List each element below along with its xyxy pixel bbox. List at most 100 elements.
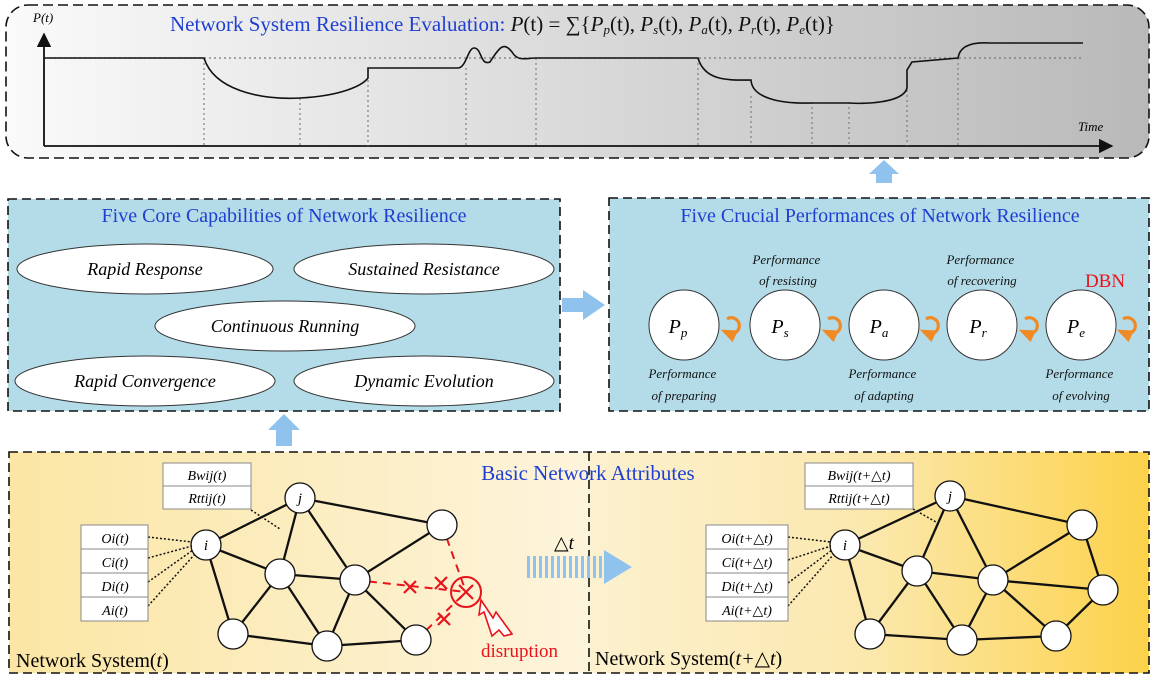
- resilience-evaluation-panel: Network System Resilience Evaluation: P(…: [5, 4, 1150, 159]
- up-arrow-icon: [869, 160, 899, 183]
- capability-rapid-convergence: Rapid Convergence: [14, 355, 276, 407]
- svg-text:Oi(t+△t): Oi(t+△t): [721, 532, 773, 547]
- svg-text:Sustained Resistance: Sustained Resistance: [348, 259, 499, 279]
- svg-text:Oi(t): Oi(t): [101, 532, 129, 547]
- svg-text:Bwij(t+△t): Bwij(t+△t): [828, 469, 891, 484]
- dbn-label: DBN: [1085, 271, 1125, 292]
- svg-text:Pr: Pr: [968, 316, 987, 340]
- node-attributes-right: Oi(t+△t) Ci(t+△t) Di(t+△t) Ai(t+△t): [705, 524, 789, 622]
- svg-text:Rapid Response: Rapid Response: [86, 259, 202, 279]
- performances-title: Five Crucial Performances of Network Res…: [680, 205, 1079, 227]
- attributes-title: Basic Network Attributes: [481, 461, 694, 485]
- edge-attributes-left: Bwij(t) Rttij(t): [162, 462, 252, 510]
- network-node: [1040, 620, 1072, 652]
- node-i: [829, 529, 861, 561]
- disrupted-node: [450, 576, 514, 638]
- svg-text:Pp: Pp: [668, 316, 688, 340]
- svg-text:Ai(t+△t): Ai(t+△t): [721, 604, 772, 619]
- transition-arrow-icon: [720, 316, 741, 343]
- network-node: [217, 618, 249, 650]
- edge-attributes-right: Bwij(t+△t) Rttij(t+△t): [804, 462, 914, 510]
- svg-text:Di(t): Di(t): [100, 580, 129, 595]
- attributes-panel: Basic Network Attributes: [8, 451, 1150, 674]
- node-i-label: i: [843, 538, 847, 554]
- y-axis-label: P(t): [32, 10, 53, 25]
- flow-arrows: [268, 160, 899, 446]
- network-node: [946, 624, 978, 656]
- performances-panel: Five Crucial Performances of Network Res…: [608, 197, 1150, 412]
- network-node: [854, 618, 886, 650]
- svg-text:Di(t+△t): Di(t+△t): [720, 580, 773, 595]
- network-node: [339, 564, 371, 596]
- label-of-resisting: Performance of resisting: [751, 252, 823, 288]
- svg-text:Ps: Ps: [770, 316, 788, 340]
- svg-text:Pa: Pa: [869, 316, 889, 340]
- network-left: i j disruption Bwij(t) Rtt: [16, 462, 559, 672]
- up-arrow-icon: [268, 414, 300, 446]
- capability-rapid-response: Rapid Response: [16, 243, 274, 295]
- network-system-t-plus-delta-label: Network System(t+△t): [595, 648, 782, 670]
- node-j-label: j: [296, 491, 302, 507]
- label-of-preparing: Performance of preparing: [647, 366, 719, 403]
- network-node: [1066, 509, 1098, 541]
- cross-icon: [434, 576, 448, 590]
- performance-curve: [44, 41, 1083, 105]
- performance-node-resisting: Ps: [749, 289, 821, 361]
- performance-node-recovering: Pr: [946, 289, 1018, 361]
- label-of-recovering: Performance of recovering: [945, 252, 1017, 288]
- network-node: [311, 630, 343, 662]
- transition-arrow-icon: [1018, 316, 1039, 343]
- network-node: [426, 509, 458, 541]
- network-node: [977, 564, 1009, 596]
- network-node: [264, 558, 296, 590]
- disruption-label: disruption: [481, 641, 559, 662]
- svg-text:Bwij(t): Bwij(t): [188, 469, 227, 484]
- svg-text:Continuous Running: Continuous Running: [211, 316, 360, 336]
- cross-icon: [403, 580, 417, 594]
- broken-link-marks: [403, 576, 451, 626]
- capabilities-title: Five Core Capabilities of Network Resili…: [102, 205, 467, 227]
- network-node: [400, 624, 432, 656]
- capability-dynamic-evolution: Dynamic Evolution: [293, 355, 555, 407]
- node-j: [284, 482, 316, 514]
- node-attributes-left: Oi(t) Ci(t) Di(t) Ai(t): [80, 524, 149, 622]
- cross-icon: [437, 612, 451, 626]
- transition-arrow-icon: [821, 316, 842, 343]
- evaluation-title: Network System Resilience Evaluation: P(…: [170, 12, 835, 37]
- label-of-adapting: Performance of adapting: [847, 366, 919, 403]
- right-arrow-icon: [604, 550, 632, 584]
- svg-text:Ci(t+△t): Ci(t+△t): [722, 556, 773, 571]
- time-step-arrow: △t: [527, 533, 632, 584]
- svg-text:Ai(t): Ai(t): [101, 604, 128, 619]
- svg-text:Rapid Convergence: Rapid Convergence: [73, 371, 216, 391]
- performance-node-adapting: Pa: [848, 289, 920, 361]
- transition-arrow-icon: [1116, 316, 1137, 343]
- capability-continuous-running: Continuous Running: [154, 300, 416, 352]
- capabilities-panel: Five Core Capabilities of Network Resili…: [7, 198, 561, 412]
- network-node: [901, 555, 933, 587]
- phase-separators: [203, 58, 959, 146]
- node-i: [190, 529, 222, 561]
- svg-text:Pe: Pe: [1066, 316, 1085, 340]
- x-axis-label: Time: [1078, 119, 1104, 134]
- svg-text:Dynamic Evolution: Dynamic Evolution: [353, 371, 493, 391]
- network-node: [1087, 574, 1119, 606]
- right-arrow-icon: [562, 290, 605, 320]
- delta-t-label: △t: [554, 533, 575, 554]
- node-i-label: i: [204, 538, 208, 554]
- performance-node-preparing: Pp: [648, 289, 720, 361]
- transition-arrow-icon: [919, 316, 940, 343]
- network-system-t-label: Network System(t): [16, 650, 169, 672]
- node-j-label: j: [946, 489, 952, 505]
- performance-node-evolving: Pe: [1045, 289, 1117, 361]
- node-j: [934, 480, 966, 512]
- svg-text:Rttij(t): Rttij(t): [187, 492, 226, 507]
- lightning-bolt-icon: [477, 597, 514, 638]
- capability-sustained-resistance: Sustained Resistance: [293, 243, 555, 295]
- dbn-transition-arrows: [720, 316, 1137, 343]
- label-of-evolving: Performance of evolving: [1044, 366, 1116, 403]
- svg-text:Ci(t): Ci(t): [102, 556, 129, 571]
- network-right: i j Bwij(t+△t) Rttij(t+△t) Oi(t+△t): [595, 462, 1119, 670]
- svg-text:Rttij(t+△t): Rttij(t+△t): [827, 492, 890, 507]
